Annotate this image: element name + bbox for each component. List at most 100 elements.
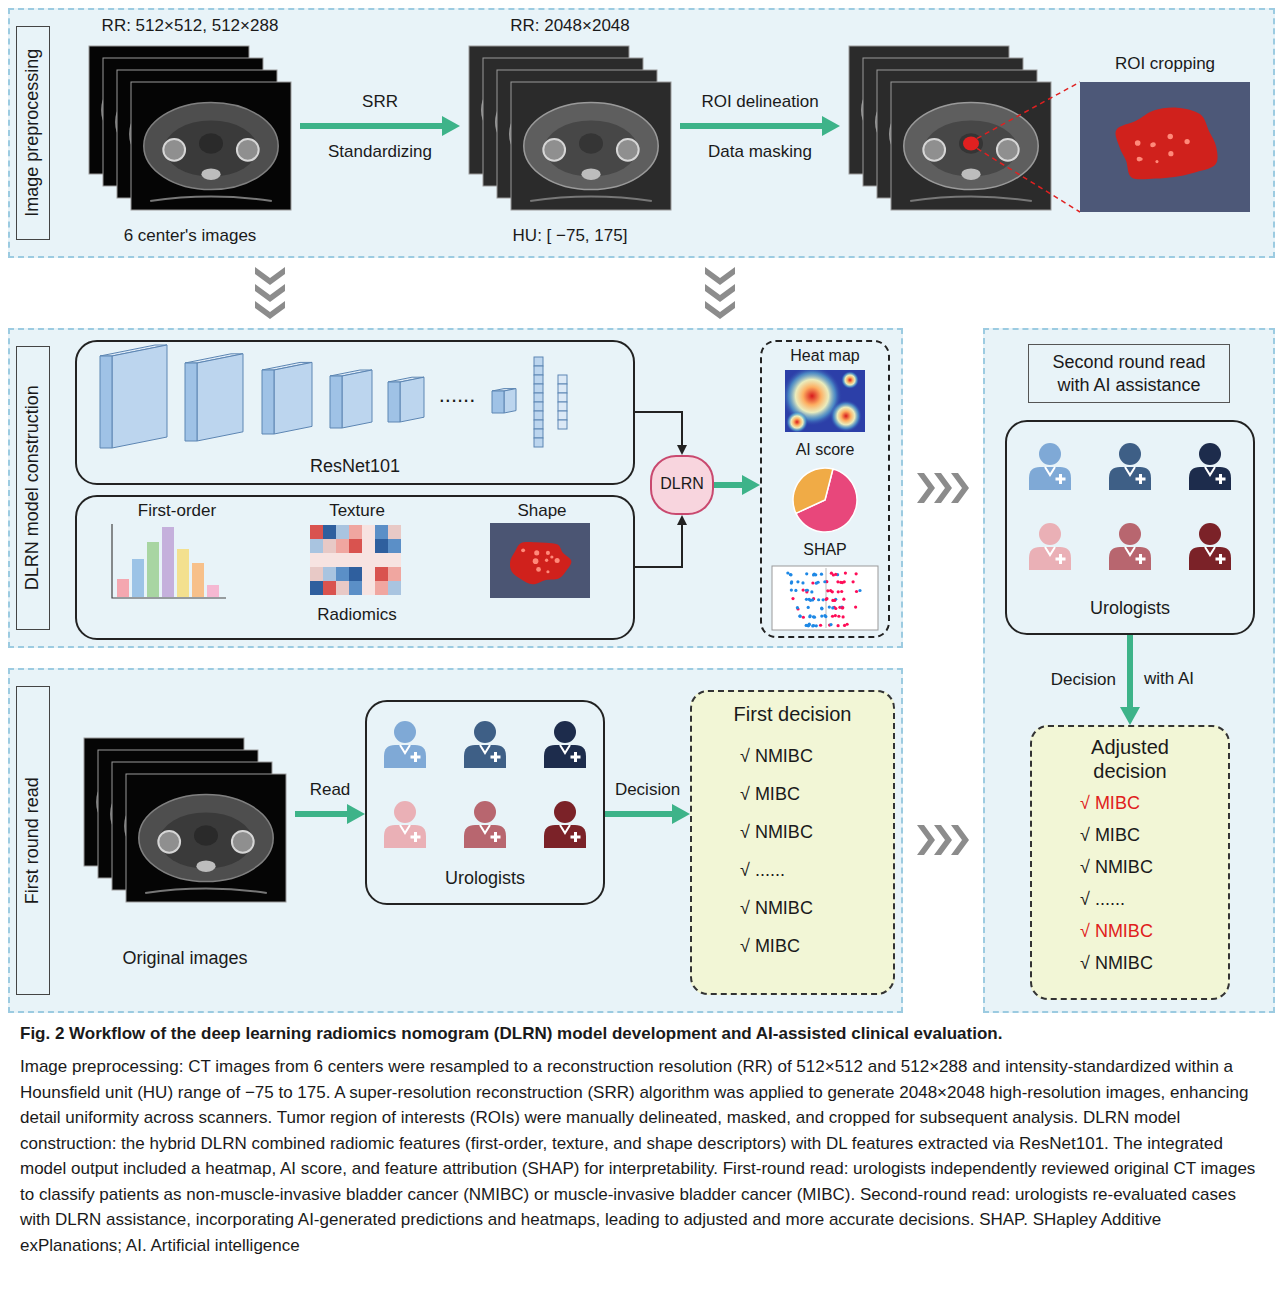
texture-cell <box>349 581 362 595</box>
sacrum <box>196 860 215 872</box>
edge-label: Read <box>310 780 351 800</box>
feature-cell <box>558 384 567 393</box>
decision-item: √ MIBC <box>740 784 800 806</box>
text-holder: √ NMIBC <box>1080 953 1220 975</box>
tumor-speckle <box>521 548 525 552</box>
doctor-body <box>464 825 506 848</box>
text-holder: SHAP <box>762 540 888 559</box>
feature-cell <box>558 375 567 384</box>
chevron-arrow <box>255 267 285 319</box>
ellipsis-mark: ...... <box>439 382 476 408</box>
shape-window <box>490 523 590 598</box>
doctor-body <box>544 825 586 848</box>
doctor-icon <box>1109 443 1151 490</box>
text-holder: √ MIBC <box>1080 825 1220 847</box>
decision-title: Adjusted decision <box>1072 735 1188 783</box>
text-holder: Urologists <box>367 868 603 890</box>
ct-frame <box>131 82 291 210</box>
medical-cross <box>1136 478 1146 481</box>
shap-dot <box>842 615 845 618</box>
texture-cell <box>388 525 401 539</box>
shap-dot <box>805 598 808 601</box>
feature-cell <box>534 357 543 366</box>
doctor-head <box>474 801 496 823</box>
layer-face <box>112 345 167 448</box>
text-holder: √ MIBC <box>740 784 880 806</box>
flow-arrow <box>295 811 347 817</box>
doctor-head <box>1119 523 1141 545</box>
bladder <box>194 825 218 845</box>
doctor-icon <box>1029 523 1071 570</box>
texture-cell <box>323 553 336 567</box>
radiomics-art <box>112 523 590 598</box>
femoral-head <box>923 139 945 161</box>
sacrum <box>581 168 600 180</box>
tumor-speckle <box>533 558 539 564</box>
shap-dot <box>825 597 828 600</box>
tumor-speckle <box>1155 160 1158 163</box>
feature-cell <box>534 402 543 411</box>
decision-item: √ MIBC <box>1080 793 1140 815</box>
shap-dot <box>796 606 799 609</box>
tumor-shape <box>510 542 571 584</box>
tumor-speckle <box>550 555 553 558</box>
ct-slice <box>511 82 671 210</box>
flow-arrow <box>680 123 822 129</box>
texture-cell <box>362 581 375 595</box>
shap-dot <box>855 590 858 593</box>
intensity-label: HU: [ −75, 175] <box>513 226 628 246</box>
text-holder: DLRN model construction <box>16 346 50 630</box>
text-holder: √ NMIBC <box>740 746 880 768</box>
shap-dot <box>796 580 799 583</box>
doctor-collar <box>1205 547 1215 555</box>
layer-face <box>274 362 312 434</box>
shap-dot <box>799 615 802 618</box>
shap-plot <box>772 566 878 630</box>
shap-dot <box>833 599 836 602</box>
text-holder: √ NMIBC <box>740 898 880 920</box>
tumor-speckle <box>536 567 541 572</box>
doctor-body <box>384 825 426 848</box>
shap-dot <box>836 580 839 583</box>
decision-title: First decision <box>734 702 852 726</box>
decision-item: √ NMIBC <box>1080 953 1153 975</box>
text-holder: √ MIBC <box>740 936 880 958</box>
feature-cell <box>534 384 543 393</box>
shap-dot <box>831 615 834 618</box>
text-holder: Heat map <box>762 346 888 365</box>
shap-dot <box>820 607 823 610</box>
shap-dot <box>842 598 845 601</box>
urologist-icons <box>384 721 586 848</box>
decision-box: Adjusted decision √ MIBC √ MIBC √ NMIBC √ ..… <box>1030 725 1230 1000</box>
edge-label: Decision <box>1051 670 1116 690</box>
connectors <box>255 126 1130 855</box>
shap-dot <box>790 589 793 592</box>
shap-dot <box>808 615 811 618</box>
shap-dot <box>841 606 844 609</box>
histogram-bar <box>147 542 159 597</box>
ct-slice <box>131 82 291 210</box>
text-holder: √ ...... <box>1080 889 1220 911</box>
medical-cross <box>1056 478 1066 481</box>
text-holder: First decision <box>692 702 893 726</box>
doctor-head <box>1119 443 1141 465</box>
ct-frame <box>511 82 671 210</box>
tumor-speckle <box>1168 151 1173 156</box>
shap-dot <box>829 623 832 626</box>
tumor-speckle <box>555 558 560 563</box>
medical-cross <box>491 836 501 839</box>
layer-face <box>185 363 197 441</box>
feature-cell <box>534 393 543 402</box>
shap-dot <box>834 614 837 617</box>
shap-dot <box>824 598 827 601</box>
image-stack-art <box>89 46 291 210</box>
texture-cell <box>323 567 336 581</box>
chevron-arrow <box>917 473 969 503</box>
doctor-icon <box>1109 523 1151 570</box>
texture-cell <box>336 553 349 567</box>
doctor-collar <box>560 825 570 833</box>
doctor-body <box>1109 547 1151 570</box>
output-label: SHAP <box>803 540 847 559</box>
shap-dot <box>841 606 844 609</box>
